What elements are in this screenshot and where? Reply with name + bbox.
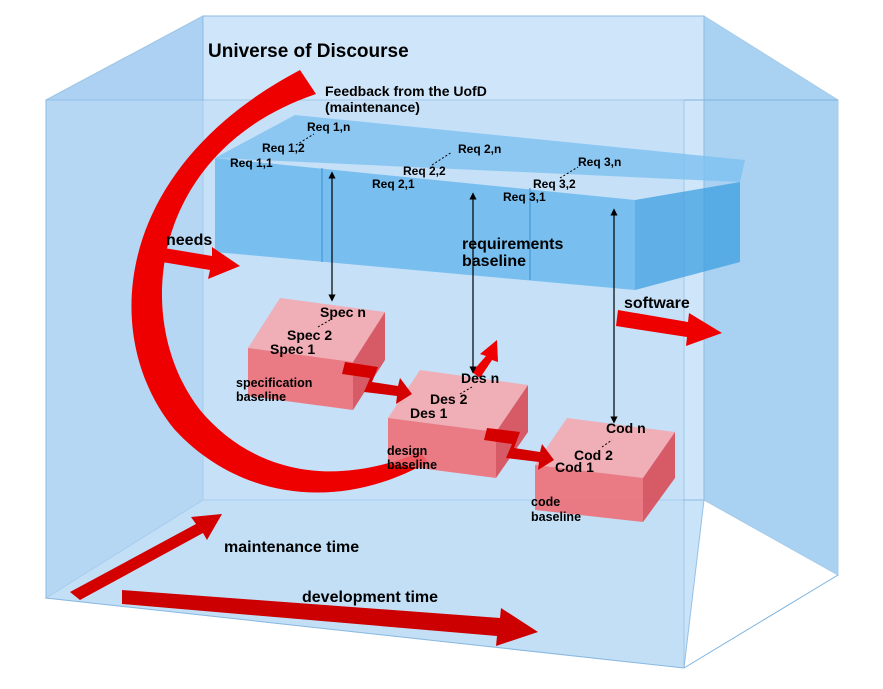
spec-baseline-line1: specification xyxy=(236,376,312,390)
development-time-label: development time xyxy=(302,589,438,606)
design-baseline-line2: baseline xyxy=(387,458,437,472)
requirements-label-line2: baseline xyxy=(462,253,526,270)
spec-baseline-line2: baseline xyxy=(236,390,286,404)
req-3-dots xyxy=(559,166,579,179)
code-baseline-line2: baseline xyxy=(531,510,581,524)
design-baseline-line1: design xyxy=(387,444,427,458)
spec-1-label: Spec 1 xyxy=(270,341,315,357)
code-box xyxy=(535,418,675,522)
spec-to-design-arrow xyxy=(342,362,412,404)
spec-n-label: Spec n xyxy=(320,304,366,320)
needs-arrow xyxy=(150,246,240,279)
code-box-top xyxy=(535,418,675,478)
software-arrow xyxy=(616,310,722,346)
code-box-front xyxy=(535,465,643,522)
des-2-label: Des 2 xyxy=(430,391,468,407)
req-slab-top xyxy=(215,115,745,182)
req-2-1-label: Req 2,1 xyxy=(372,177,415,191)
req-3-1-label: Req 3,1 xyxy=(503,190,546,204)
des-1-label: Des 1 xyxy=(410,405,448,421)
spec-box-side xyxy=(353,312,385,410)
design-box xyxy=(388,370,528,478)
specification-box xyxy=(248,298,385,410)
universe-title: Universe of Discourse xyxy=(208,41,409,62)
development-time-arrow xyxy=(122,590,538,646)
requirements-baseline-slab xyxy=(215,115,745,290)
des-box-front xyxy=(388,418,496,478)
req-1-1-label: Req 1,1 xyxy=(230,156,273,170)
software-label: software xyxy=(624,295,690,312)
requirements-label-line1: requirements xyxy=(462,236,563,253)
req-2-2-label: Req 2,2 xyxy=(403,164,446,178)
maintenance-time-label: maintenance time xyxy=(224,539,359,556)
cod-1-label: Cod 1 xyxy=(555,459,594,475)
req-slab-side xyxy=(635,182,740,290)
req-3-n-label: Req 3,n xyxy=(578,155,621,169)
des-n-label: Des n xyxy=(461,370,499,386)
req-1-dots xyxy=(295,133,315,146)
universe-edge xyxy=(683,574,839,669)
req-1-n-label: Req 1,n xyxy=(307,120,350,134)
design-upward-arrow xyxy=(472,340,498,378)
design-to-code-arrow xyxy=(484,428,554,470)
code-baseline-line1: code xyxy=(531,495,560,509)
cod-n-label: Cod n xyxy=(606,420,646,436)
req-3-2-label: Req 3,2 xyxy=(533,177,576,191)
code-box-side xyxy=(643,432,675,522)
maintenance-time-arrow xyxy=(70,514,222,600)
feedback-label-line2: (maintenance) xyxy=(325,99,420,115)
des-box-top xyxy=(388,370,528,432)
spec-box-top xyxy=(248,298,385,362)
req-2-n-label: Req 2,n xyxy=(458,142,501,156)
cod-2-label: Cod 2 xyxy=(574,447,613,463)
needs-label: needs xyxy=(166,232,212,249)
feedback-label-line1: Feedback from the UofD xyxy=(325,83,487,99)
spec-box-front xyxy=(248,348,353,410)
spec-2-label: Spec 2 xyxy=(287,327,332,343)
req-1-2-label: Req 1,2 xyxy=(262,141,305,155)
